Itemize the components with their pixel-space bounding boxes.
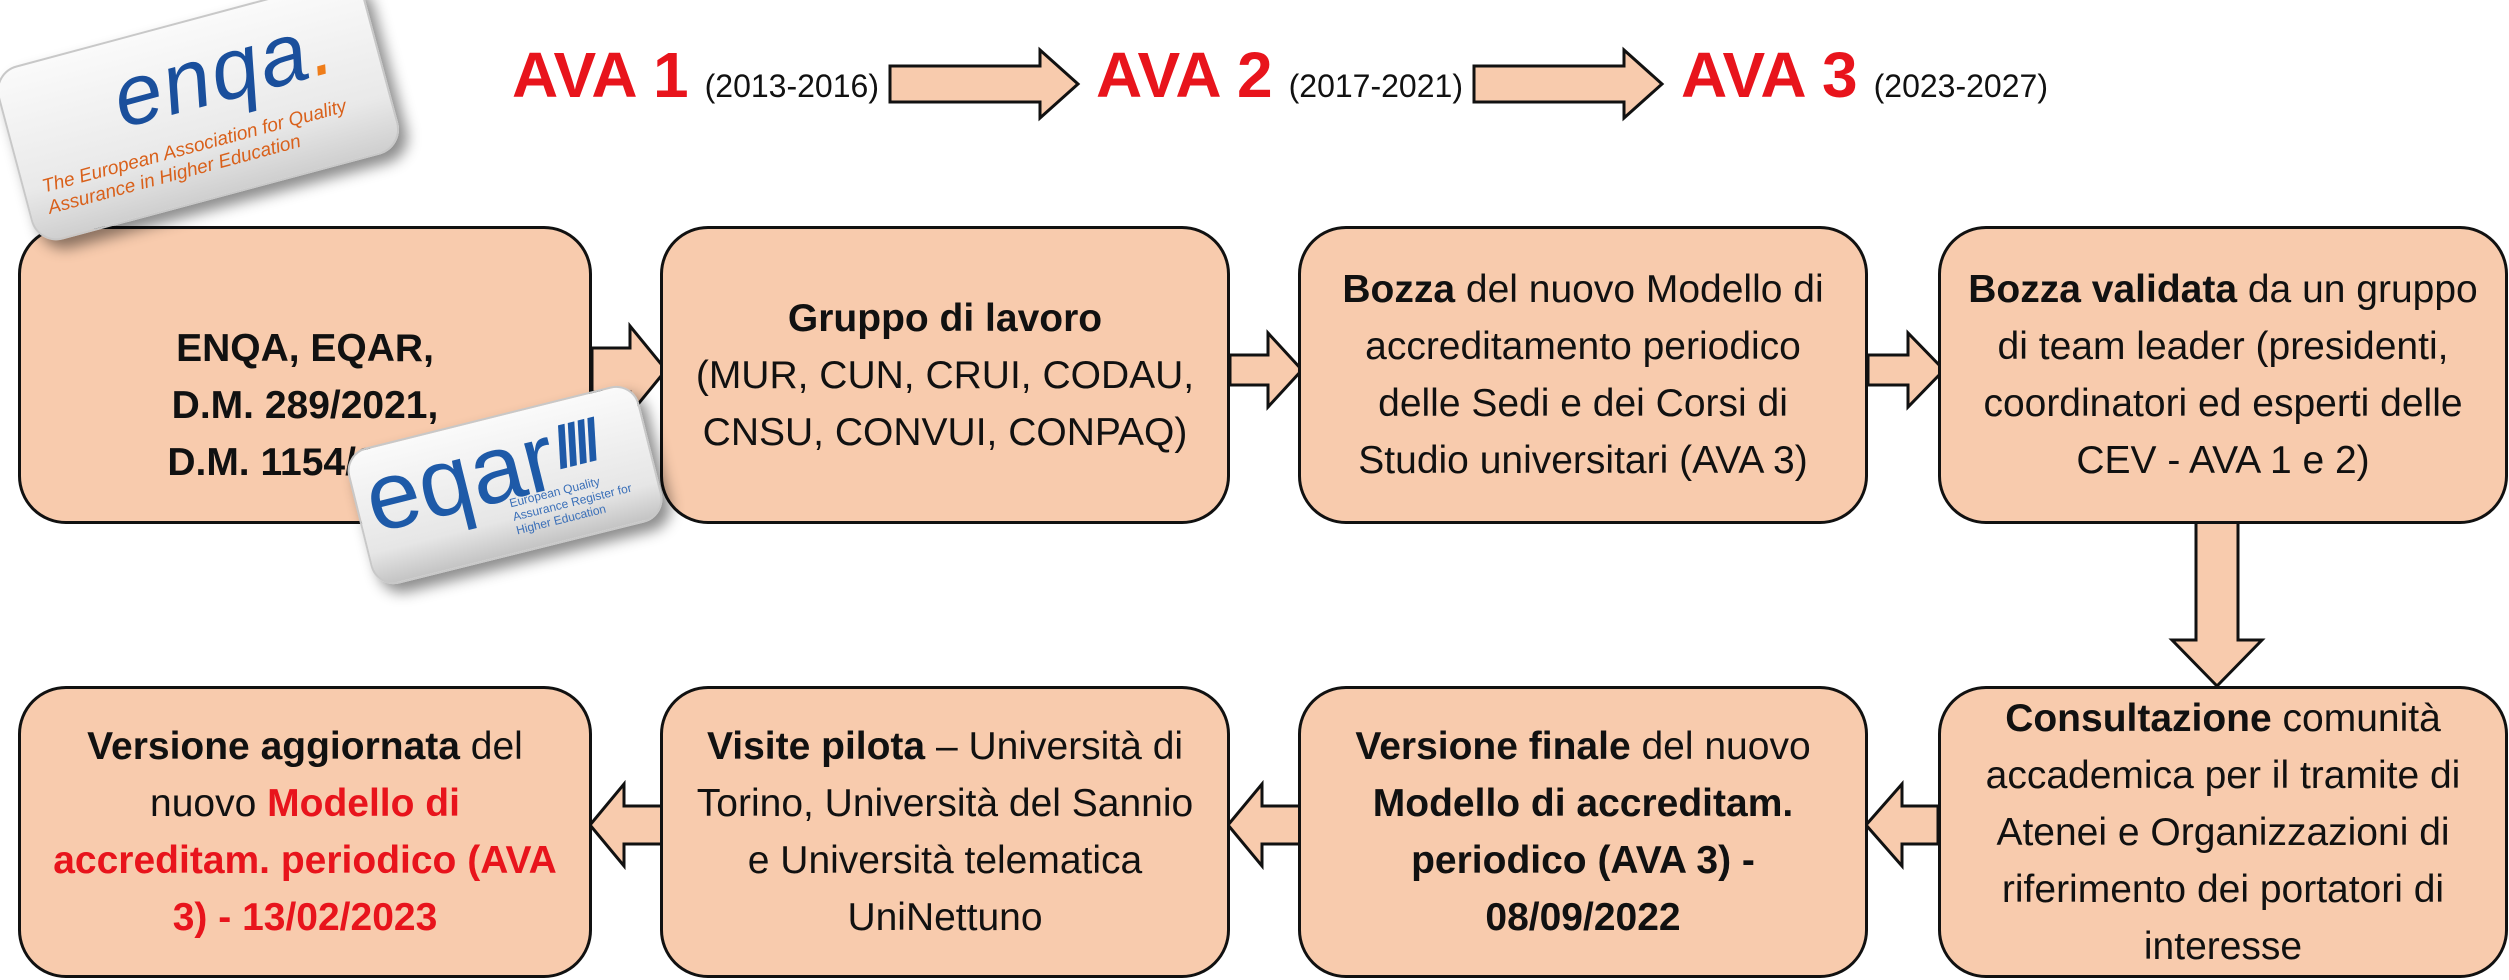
step-6-model: Modello di accreditam. periodico (AVA 3)… [1372, 782, 1794, 939]
timeline-ava1: AVA 1 (2013-2016) [512, 38, 879, 128]
step-7-text: – Università di Torino, Università del S… [696, 725, 1194, 939]
step-4-text: da un gruppo di team leader (presidenti,… [1983, 268, 2478, 482]
step-5-title: Consultazione [2005, 696, 2272, 740]
flow-arrow-6-7 [1226, 779, 1302, 871]
step-3-title: Bozza [1342, 268, 1456, 311]
ava1-label: AVA 1 [512, 39, 689, 111]
step-1-line-1: ENQA, EQAR, [176, 326, 434, 370]
flow-arrow-7-8 [588, 779, 664, 871]
flow-arrow-2-3 [1228, 329, 1305, 411]
timeline-arrow-2 [1472, 46, 1665, 122]
step-2-working-group: Gruppo di lavoro (MUR, CUN, CRUI, CODAU,… [660, 226, 1230, 524]
step-6-text: del nuovo [1630, 725, 1811, 768]
step-3-draft: Bozza del nuovo Modello di accreditament… [1298, 226, 1868, 524]
flow-arrow-4-5 [2168, 520, 2266, 689]
step-3-text: del nuovo Modello di accreditamento peri… [1358, 268, 1824, 482]
step-5-text: comunità accademica per il tramite di At… [1985, 696, 2461, 968]
step-7-title: Visite pilota [706, 725, 926, 768]
step-8-model: Modello di accreditam. periodico (AVA 3)… [53, 782, 557, 939]
flow-arrow-3-4 [1866, 329, 1947, 411]
step-2-title: Gruppo di lavoro [787, 296, 1103, 340]
ava3-label: AVA 3 [1681, 39, 1858, 111]
ava2-label: AVA 2 [1096, 39, 1273, 111]
step-8-title: Versione aggiornata [87, 725, 460, 768]
step-5-consultation: Consultazione comunità accademica per il… [1938, 686, 2508, 978]
step-6-title: Versione finale [1355, 725, 1631, 768]
step-1-line-2: D.M. 289/2021, [171, 383, 439, 427]
ava3-years: (2023-2027) [1873, 68, 2048, 104]
flow-arrow-5-6 [1864, 780, 1940, 870]
timeline-ava3: AVA 3 (2023-2027) [1681, 38, 2048, 128]
step-7-pilot-visits: Visite pilota – Università di Torino, Un… [660, 686, 1230, 978]
timeline-ava2: AVA 2 (2017-2021) [1096, 38, 1463, 128]
step-4-validated-draft: Bozza validata da un gruppo di team lead… [1938, 226, 2508, 524]
ava2-years: (2017-2021) [1288, 68, 1463, 104]
step-2-text: (MUR, CUN, CRUI, CODAU, CNSU, CONVUI, CO… [695, 353, 1195, 454]
step-6-final-version: Versione finale del nuovo Modello di acc… [1298, 686, 1868, 978]
timeline-arrow-1 [888, 46, 1081, 122]
ava1-years: (2013-2016) [704, 68, 879, 104]
step-8-text: del nuovo [150, 725, 523, 825]
step-4-title: Bozza validata [1968, 268, 2238, 311]
step-8-updated-version: Versione aggiornata del nuovo Modello di… [18, 686, 592, 978]
